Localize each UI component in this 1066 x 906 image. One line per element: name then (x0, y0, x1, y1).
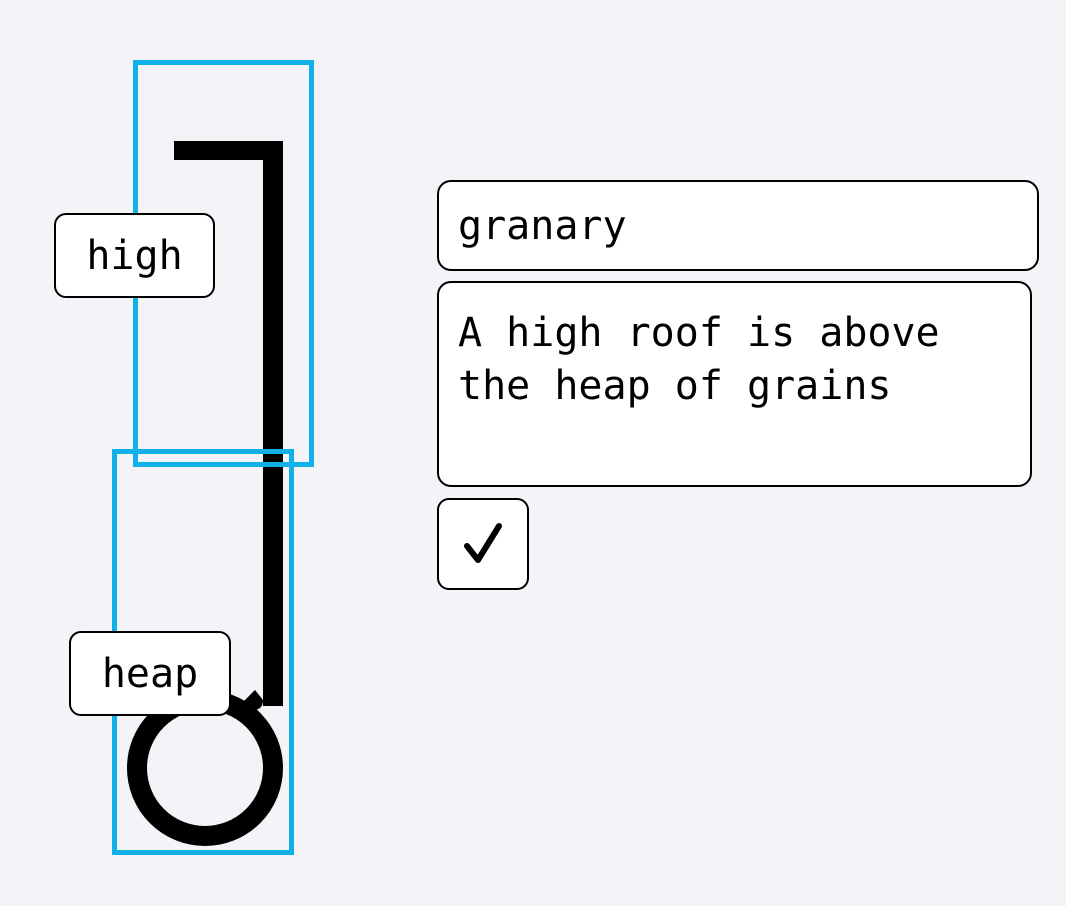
checkmark-icon (464, 523, 502, 563)
glyph-top-stroke (174, 141, 283, 160)
check-button[interactable] (437, 498, 529, 590)
glyph-vertical-stroke (263, 141, 283, 706)
component-tag-heap: heap (69, 631, 231, 716)
word-field[interactable]: granary (437, 180, 1039, 271)
meaning-field[interactable]: A high roof is above the heap of grains (437, 281, 1032, 487)
component-tag-high: high (54, 213, 215, 298)
